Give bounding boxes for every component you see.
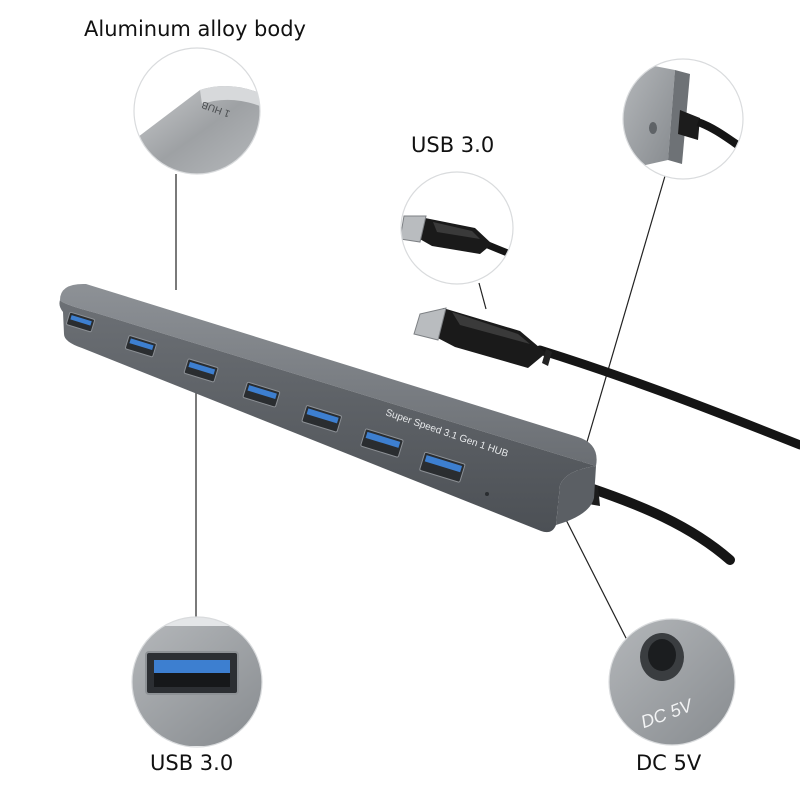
usb-port[interactable] (124, 335, 157, 358)
detail-usb-port (131, 616, 263, 748)
usb-port[interactable] (301, 405, 342, 433)
leader-lines (175, 174, 666, 641)
detail-usb-cable (400, 171, 514, 285)
label-dc-power: DC 5V (636, 751, 702, 775)
detail-dc-cable (622, 58, 744, 180)
usb-port[interactable] (419, 451, 466, 483)
usb-cable (413, 307, 800, 450)
usb-port[interactable] (360, 428, 404, 458)
detail-dc-port: DC 5V (608, 618, 736, 746)
label-usb-cable: USB 3.0 (411, 133, 495, 157)
leader-line-dc-cable (576, 175, 666, 477)
hub-end-cap (556, 466, 596, 525)
leader-line-usb-cable (478, 282, 487, 310)
usb-port[interactable] (242, 381, 281, 408)
usb-hub: Super Speed 3.1 Gen 1 HUB (59, 283, 597, 533)
hub-led (485, 492, 489, 496)
usb-port[interactable] (183, 358, 219, 383)
usb-ports (66, 311, 466, 483)
hub-top-surface (60, 283, 597, 466)
leader-line-dc-port (555, 499, 628, 641)
label-usb-port: USB 3.0 (150, 751, 234, 775)
label-aluminum-alloy-body: Aluminum alloy body (84, 17, 306, 41)
detail-aluminum-body: 1 HUB (133, 47, 261, 175)
usb-port[interactable] (66, 311, 95, 333)
